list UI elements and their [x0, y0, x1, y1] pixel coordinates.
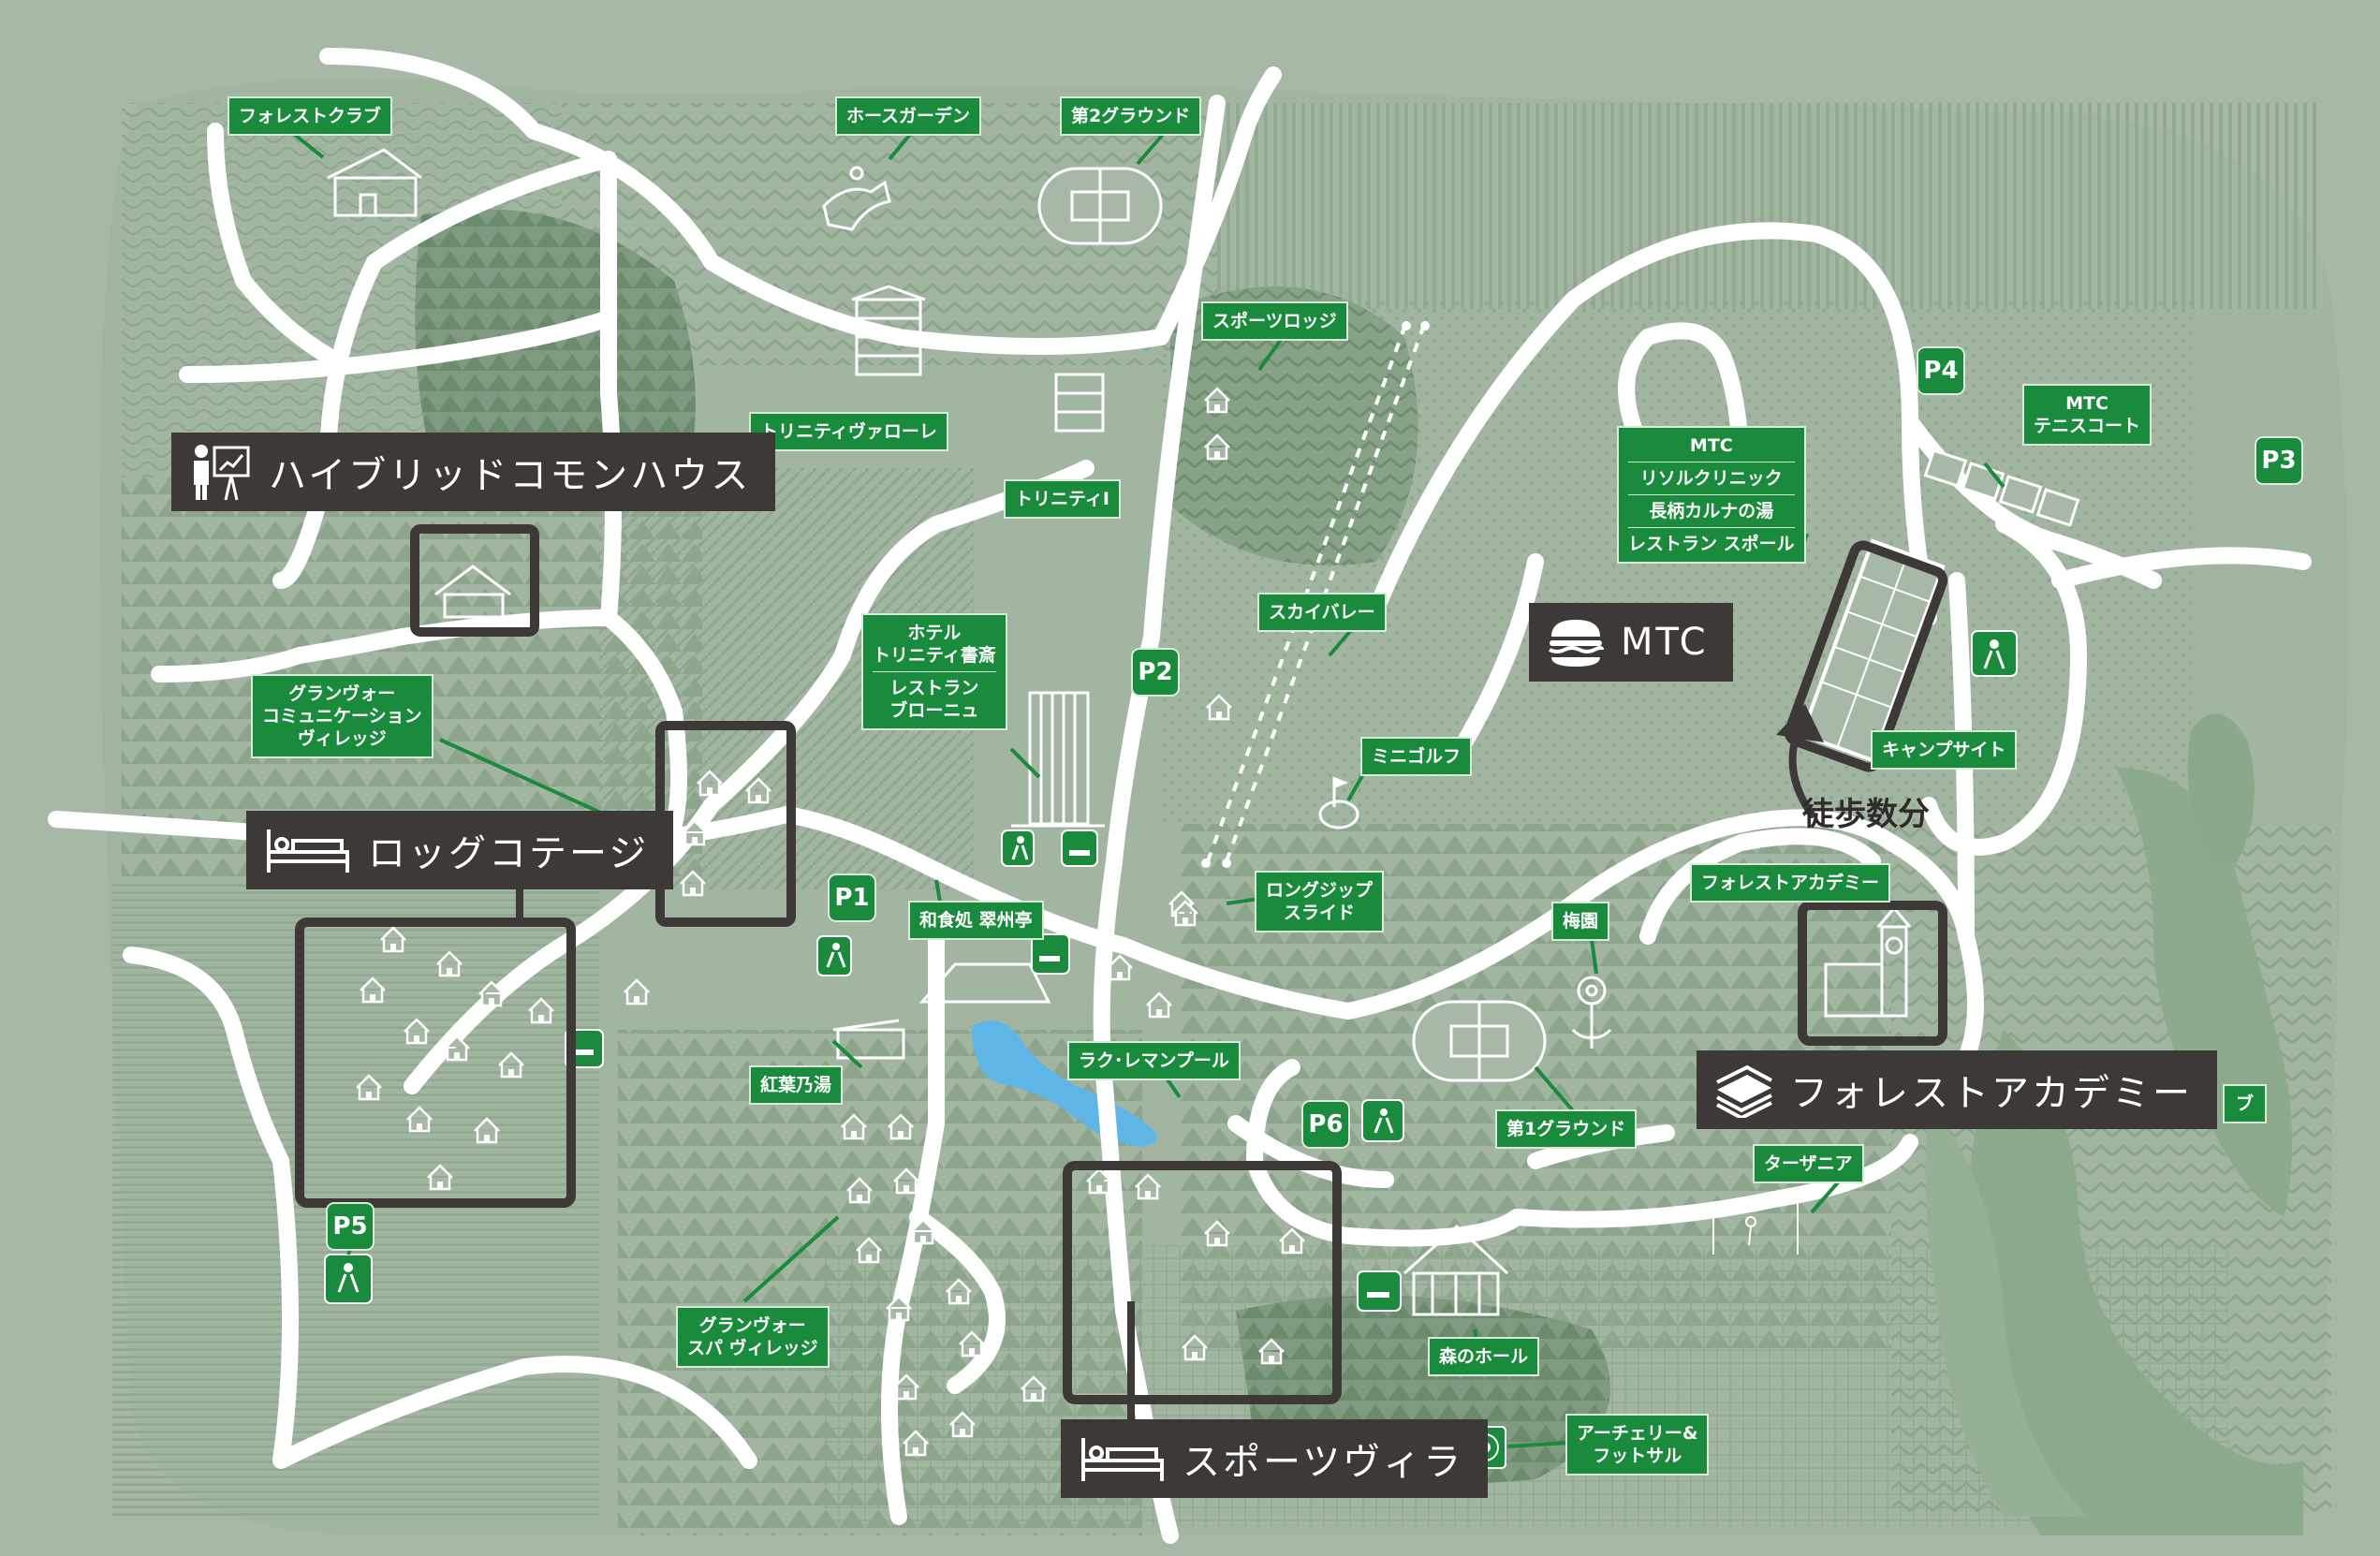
label-grand-vaux-village[interactable]: グランヴォー コミュニケーション ヴィレッジ: [251, 674, 433, 758]
parking-p4[interactable]: P4: [1917, 346, 1965, 395]
village-line-1: グランヴォー: [288, 683, 396, 704]
label-forest-academy-small[interactable]: フォレストアカデミー: [1690, 863, 1891, 903]
zip-line-2: スライド: [1284, 903, 1356, 923]
tennis-line-2: テニスコート: [2034, 416, 2141, 436]
label-hotel-restaurant[interactable]: ホテル トリニティ書斎 レストラン ブローニュ: [861, 613, 1007, 730]
restaurant-line-1: レストラン: [889, 678, 979, 698]
burger-icon: [1546, 616, 1606, 668]
smoking-icon: [1357, 1270, 1402, 1312]
toilet-icon: [324, 1254, 373, 1304]
label-mini-golf[interactable]: ミニゴルフ: [1360, 737, 1473, 776]
spa-line-1: グランヴォー: [698, 1315, 806, 1336]
bed-icon: [1078, 1432, 1168, 1485]
spa-line-2: スパ ヴィレッジ: [687, 1338, 818, 1358]
label-sports-lodge[interactable]: スポーツロッジ: [1201, 301, 1348, 341]
label-club-partial[interactable]: ブ: [2223, 1084, 2268, 1123]
label-mori-hall[interactable]: 森のホール: [1428, 1337, 1540, 1376]
mtc-line-2: リソルクリニック: [1639, 468, 1783, 489]
hybrid-frame: [410, 524, 539, 637]
featured-forest-academy[interactable]: フォレストアカデミー: [1697, 1050, 2217, 1129]
village-line-3: ヴィレッジ: [297, 728, 387, 749]
label-grand-vaux-spa[interactable]: グランヴォー スパ ヴィレッジ: [676, 1306, 830, 1368]
mtc-line-3: 長柄カルナの湯: [1649, 501, 1774, 521]
texture-area: [618, 1030, 1142, 1535]
mtc-frame: [1784, 540, 1948, 772]
smoking-icon: [1061, 829, 1098, 867]
parking-p6[interactable]: P6: [1301, 1100, 1350, 1149]
featured-mtc[interactable]: MTC: [1529, 603, 1733, 682]
label-trinity-valore[interactable]: トリニティヴァローレ: [749, 412, 948, 451]
label-separator: [1628, 527, 1795, 528]
tennis-line-1: MTC: [2065, 393, 2108, 414]
toilet-icon: [1971, 630, 2018, 677]
walk-note: 徒歩数分: [1802, 796, 1930, 833]
label-mtc-tennis[interactable]: MTC テニスコート: [2022, 384, 2152, 446]
label-camp-site[interactable]: キャンプサイト: [1871, 730, 2018, 770]
restaurant-line-2: ブローニュ: [889, 700, 979, 721]
label-sky-valley[interactable]: スカイバレー: [1257, 593, 1387, 632]
academy-frame: [1798, 901, 1947, 1046]
featured-log-cottage-text: ロッグコテージ: [368, 832, 650, 875]
label-ume[interactable]: 梅園: [1551, 902, 1610, 941]
label-tarzania[interactable]: ターザニア: [1753, 1144, 1864, 1183]
featured-sports-villa[interactable]: スポーツヴィラ: [1061, 1419, 1489, 1498]
label-momiji[interactable]: 紅葉乃湯: [749, 1065, 844, 1105]
mtc-line-1: MTC: [1689, 435, 1733, 456]
toilet-icon: [816, 935, 852, 976]
log-cottage-frame-b: [295, 917, 576, 1208]
presentation-icon: [188, 442, 254, 502]
sports-villa-frame: [1063, 1161, 1342, 1404]
label-horse-garden[interactable]: ホースガーデン: [835, 96, 982, 136]
mtc-line-4: レストラン スポール: [1628, 534, 1795, 554]
village-line-2: コミュニケーション: [262, 706, 422, 727]
label-washoku[interactable]: 和食処 翠州亭: [908, 901, 1044, 940]
parking-p5[interactable]: P5: [326, 1202, 375, 1251]
label-long-zip[interactable]: ロングジップ スライド: [1255, 871, 1385, 932]
hotel-line-1: ホテル: [907, 623, 962, 643]
label-lac-leman[interactable]: ラク･レマンプール: [1067, 1041, 1241, 1080]
hotel-line-2: トリニティ書斎: [873, 645, 996, 666]
smoking-icon: [1031, 933, 1070, 975]
texture-area: [1217, 103, 2322, 309]
label-mtc-block[interactable]: MTC リソルクリニック 長柄カルナの湯 レストラン スポール: [1617, 426, 1806, 564]
label-trinity-1[interactable]: トリニティI: [1004, 479, 1121, 519]
archery-line-2: フットサル: [1593, 1446, 1682, 1466]
label-ground-2[interactable]: 第2グラウンド: [1060, 96, 1202, 136]
parking-p3[interactable]: P3: [2255, 436, 2303, 485]
featured-mtc-text: MTC: [1621, 621, 1709, 664]
books-icon: [1713, 1062, 1775, 1118]
toilet-icon: [1001, 829, 1035, 867]
label-forest-club[interactable]: フォレストクラブ: [228, 96, 393, 136]
featured-forest-academy-text: フォレストアカデミー: [1790, 1072, 2193, 1115]
parking-p1[interactable]: P1: [828, 873, 876, 922]
label-separator: [1628, 494, 1795, 495]
featured-hybrid-common-house[interactable]: ハイブリッドコモンハウス: [171, 433, 776, 511]
archery-line-1: アーチェリー&: [1577, 1423, 1698, 1444]
label-ground-1[interactable]: 第1グラウンド: [1495, 1109, 1638, 1149]
toilet-icon: [1361, 1099, 1404, 1142]
zip-line-1: ロングジップ: [1266, 880, 1374, 901]
featured-hybrid-text: ハイブリッドコモンハウス: [269, 454, 752, 497]
featured-sports-villa-text: スポーツヴィラ: [1183, 1441, 1464, 1484]
bed-icon: [263, 824, 353, 876]
label-separator: [873, 671, 996, 672]
featured-log-cottage[interactable]: ロッグコテージ: [246, 811, 674, 889]
label-archery[interactable]: アーチェリー& フットサル: [1565, 1414, 1710, 1475]
parking-p2[interactable]: P2: [1131, 648, 1180, 697]
